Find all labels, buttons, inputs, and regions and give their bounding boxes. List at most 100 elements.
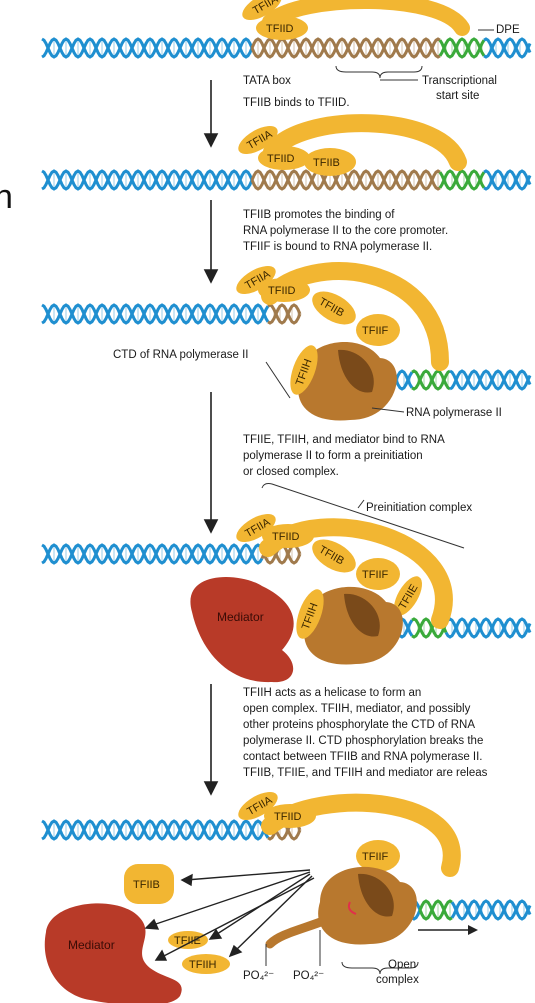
- stage-5: TFIIA TFIID TFIIF TFIIB TFIIE TFIIH Medi…: [44, 792, 478, 1003]
- dna-layer: [41, 37, 532, 921]
- tfiih-blob: [290, 345, 318, 395]
- tfiid-blob: [262, 524, 314, 548]
- release-arrows: [144, 869, 315, 961]
- dna-strand: [267, 303, 302, 325]
- dna-strand: [438, 37, 486, 59]
- step4-caption-line3: other proteins phosphorylate the CTD of …: [243, 719, 475, 731]
- dna-strand: [250, 37, 441, 59]
- tfiid-blob: [258, 278, 310, 302]
- tata-box-label: TATA box: [243, 75, 291, 87]
- tfiia-blob: [242, 0, 282, 20]
- tfiih-blob: [296, 589, 324, 639]
- mediator-blob: [190, 576, 294, 683]
- step3-caption-line3: or closed complex.: [243, 466, 339, 478]
- tfiid-arc: [263, 114, 467, 171]
- dna-strand: [41, 169, 254, 191]
- preinitiation-label: Preinitiation complex: [366, 502, 472, 514]
- stage-3: TFIIA TFIID TFIIB TFIIF TFIIH CTD of RNA…: [113, 262, 502, 478]
- dna-strand: [418, 899, 453, 921]
- step4-caption-line1: TFIIH acts as a helicase to form an: [243, 687, 421, 699]
- tfiid-label: TFIID: [274, 811, 302, 823]
- tss-label-line2: start site: [436, 90, 479, 102]
- tfiid-label: TFIID: [272, 531, 300, 543]
- tfiib-released: [124, 864, 174, 904]
- tfiib-label: TFIIB: [133, 879, 160, 891]
- tfiif-label: TFIIF: [362, 851, 389, 863]
- step4-caption-line6: TFIIB, TFIIE, and TFIIH and mediator are…: [243, 767, 488, 779]
- mediator-label: Mediator: [68, 938, 115, 952]
- tfiie-released: [168, 931, 208, 949]
- tfiid-label: TFIID: [268, 285, 296, 297]
- rna-polymerase-shade: [338, 349, 374, 393]
- rna-polymerase-body: [304, 586, 403, 665]
- step3-caption-line1: TFIIE, TFIIH, and mediator bind to RNA: [243, 434, 445, 446]
- dna-strand: [41, 37, 254, 59]
- tfiif-label: TFIIF: [362, 325, 389, 337]
- tfiia-blob: [236, 514, 276, 542]
- dna-strand: [483, 37, 532, 59]
- mediator-label: Mediator: [217, 610, 264, 624]
- tfiib-blob: [312, 291, 356, 325]
- tfiid-label: TFIID: [266, 23, 294, 35]
- dna-strand: [450, 899, 532, 921]
- tfiih-label: TFIIH: [189, 959, 217, 971]
- step4-caption-line2: open complex. TFIIH, mediator, and possi…: [243, 703, 471, 715]
- dna-strand: [411, 369, 451, 391]
- po4-label-2: PO₄²⁻: [293, 970, 324, 982]
- phosphorylated-ctd: [265, 915, 331, 949]
- tfiia-blob: [238, 792, 278, 820]
- dna-strand: [449, 369, 532, 391]
- dna-strand: [41, 543, 264, 565]
- dna-strand: [250, 169, 441, 191]
- po4-label-1: PO₄²⁻: [243, 970, 274, 982]
- step2-caption-line1: TFIIB promotes the binding of: [243, 209, 395, 221]
- open-complex-label-line2: complex: [376, 974, 419, 986]
- dna-strand: [438, 169, 486, 191]
- tfiib-blob: [312, 539, 356, 573]
- stage-4: Preinitiation complex Mediator TFIIA TFI…: [190, 483, 488, 779]
- dna-strand: [444, 617, 532, 639]
- tfiid-arc: [262, 0, 470, 36]
- tfiif-blob: [356, 314, 400, 346]
- tfiid-blob: [256, 16, 308, 40]
- tfiid-label: TFIID: [267, 153, 295, 165]
- rna-polymerase-label: RNA polymerase II: [406, 407, 502, 419]
- dna-strand: [438, 37, 486, 59]
- step3-caption-line2: polymerase II to form a preinitiation: [243, 450, 423, 462]
- tfiia-blob: [238, 126, 278, 154]
- stage-1: TFIIA TFIID DPE TATA box Transcriptional…: [242, 0, 520, 109]
- transcription-direction-arrow: [468, 925, 478, 935]
- step2-caption-line3: TFIIF is bound to RNA polymerase II.: [243, 241, 432, 253]
- mediator-released: [44, 903, 182, 1003]
- dna-strand: [483, 169, 532, 191]
- dna-strand: [41, 303, 270, 325]
- tfiif-blob: [356, 558, 400, 590]
- dna-strand: [438, 169, 486, 191]
- tss-label-line1: Transcriptional: [422, 75, 497, 87]
- tfiid-blob: [264, 804, 316, 828]
- rna-polymerase-body: [318, 866, 417, 945]
- ctd-label: CTD of RNA polymerase II: [113, 349, 248, 361]
- step1-caption: TFIIB binds to TFIID.: [243, 97, 350, 109]
- dna-strand: [41, 543, 264, 565]
- dpe-label: DPE: [496, 24, 520, 36]
- tfiih-released: [182, 954, 230, 974]
- tfiib-blob: [304, 148, 356, 176]
- tfiif-label: TFIIF: [362, 569, 389, 581]
- step4-caption-line5: contact between TFIIB and RNA polymerase…: [243, 751, 483, 763]
- rna-polymerase-shade: [358, 873, 394, 917]
- flow-arrows: [203, 80, 219, 796]
- dna-strand: [41, 819, 270, 841]
- open-complex-label-line1: Open: [388, 959, 416, 971]
- rna-polymerase-body: [298, 341, 397, 421]
- tfiid-blob: [258, 146, 310, 170]
- tfiif-blob: [356, 840, 400, 872]
- dna-strand: [418, 899, 453, 921]
- tfiia-blob: [236, 266, 276, 294]
- dna-strand: [41, 819, 270, 841]
- step4-caption-line4: polymerase II. CTD phosphorylation break…: [243, 735, 483, 747]
- dna-strand: [450, 899, 532, 921]
- tfiie-label: TFIIE: [174, 935, 201, 947]
- dna-strand: [267, 303, 302, 325]
- dna-strand: [41, 303, 270, 325]
